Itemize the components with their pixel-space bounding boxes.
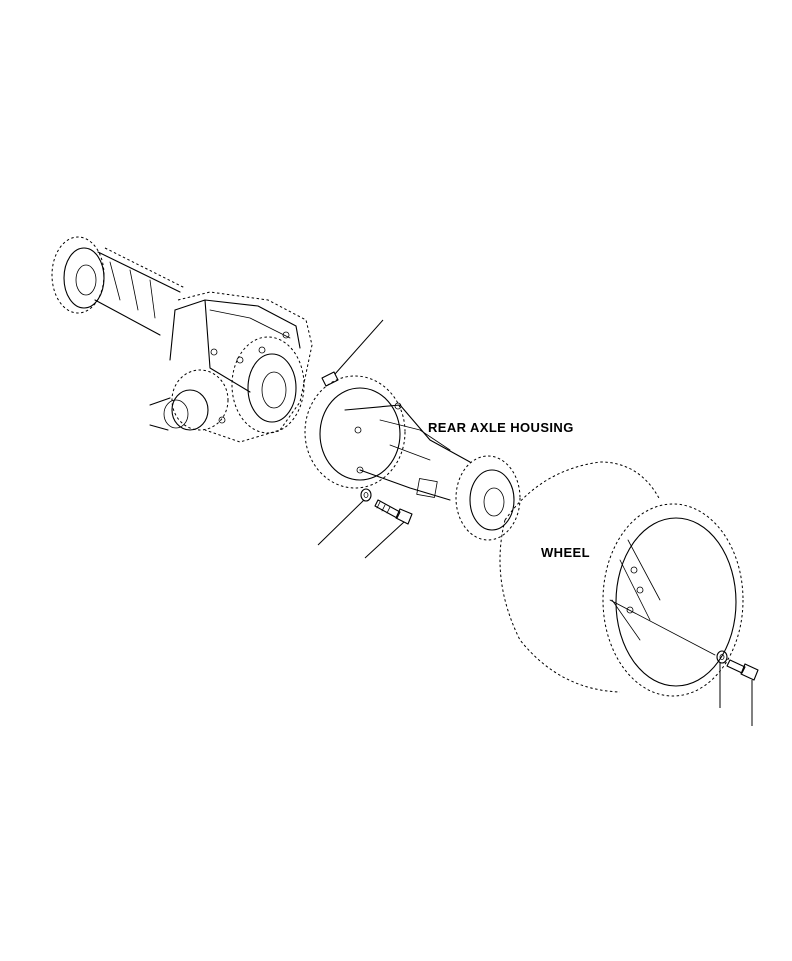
washer-wheel <box>716 650 728 708</box>
rear-axle-housing <box>304 375 521 541</box>
dowel-pin <box>321 319 384 387</box>
differential-assembly <box>51 236 313 443</box>
label-rear-axle-housing: REAR AXLE HOUSING <box>428 420 574 435</box>
leader-line-bolt-housing <box>364 521 405 559</box>
bolt-housing <box>364 499 413 559</box>
wheel-rim <box>499 461 744 697</box>
washer-housing <box>317 488 372 546</box>
leader-line-pin <box>334 319 384 375</box>
leader-line-washer-housing <box>317 499 365 546</box>
bolt-wheel <box>726 659 759 726</box>
label-wheel: WHEEL <box>541 545 590 560</box>
